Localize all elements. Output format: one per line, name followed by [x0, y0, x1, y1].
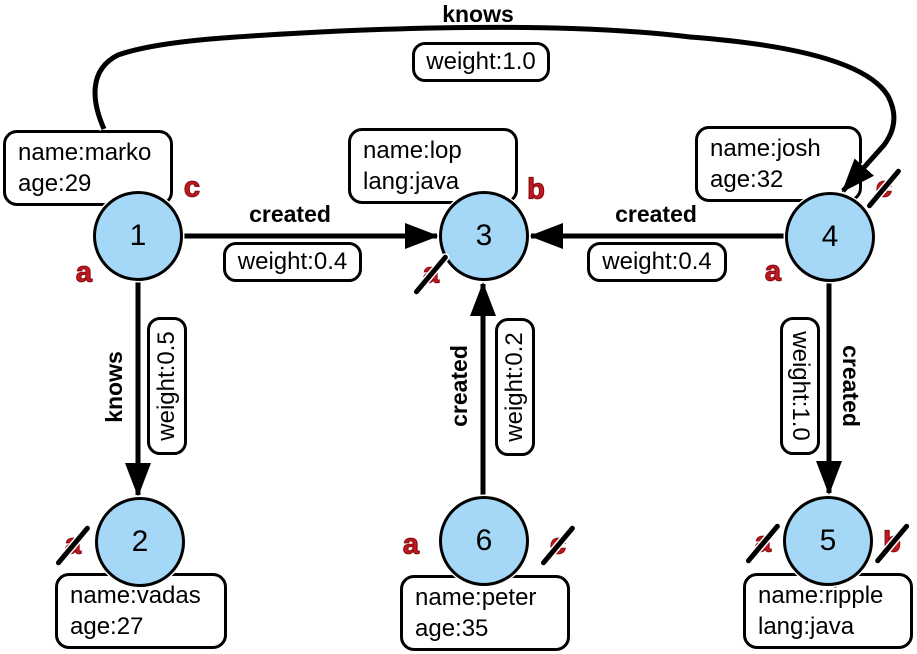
properties-vertex-1: name:marko age:29: [3, 130, 173, 206]
edge-knows-1-4: [92, 24, 897, 193]
property-line: lang:java: [363, 168, 460, 195]
property-line: name:lop: [363, 137, 462, 164]
weight-box-created-6-3: weight:0.2: [495, 318, 535, 456]
property-line: age:35: [415, 615, 489, 642]
property-line: age:32: [710, 166, 784, 193]
edge-label-knows-1-4: knows: [442, 1, 514, 27]
weight-box-created-4-3: weight:0.4: [587, 242, 727, 282]
properties-vertex-4: name:josh age:32: [695, 126, 862, 202]
edge-label-created-4-3: created: [615, 201, 697, 227]
properties-vertex-5: name:ripple lang:java: [743, 573, 913, 649]
property-line: lang:java: [758, 613, 855, 640]
step-mark-a-vertex-2: a: [64, 528, 82, 561]
vertex-2-id: 2: [131, 525, 149, 558]
weight-box-created-1-3: weight:0.4: [223, 242, 362, 282]
step-mark-a-vertex-4: a: [764, 255, 782, 288]
property-line: name:marko: [18, 139, 152, 166]
edge-strokes: [92, 24, 897, 497]
vertex-3: 3: [439, 191, 529, 281]
edge-label-knows-1-2: knows: [101, 351, 127, 423]
step-mark-c-vertex-6: c: [549, 528, 567, 561]
vertex-5-id: 5: [819, 524, 837, 557]
vertex-6: 6: [439, 496, 529, 586]
step-mark-b-vertex-3: b: [527, 173, 546, 206]
step-mark-a-vertex-1: a: [75, 256, 93, 289]
step-mark-b-vertex-5: b: [883, 526, 902, 559]
vertex-1: 1: [93, 191, 183, 281]
step-mark-c-vertex-1: c: [183, 171, 201, 204]
vertex-5: 5: [783, 496, 873, 586]
weight-box-created-4-5: weight:1.0: [780, 317, 820, 455]
properties-vertex-6: name:peter age:35: [400, 575, 570, 651]
step-mark-c-vertex-4: c: [875, 171, 893, 204]
property-line: name:josh: [710, 135, 821, 162]
edge-label-created-4-5: created: [838, 345, 864, 427]
vertex-3-id: 3: [475, 219, 493, 252]
property-line: age:29: [18, 170, 92, 197]
weight-box-knows-1-2: weight:0.5: [147, 317, 187, 455]
vertex-6-id: 6: [475, 524, 493, 557]
edge-label-created-1-3: created: [249, 201, 331, 227]
vertex-1-id: 1: [129, 219, 147, 252]
vertex-2: 2: [95, 497, 185, 587]
vertex-4: 4: [785, 192, 875, 282]
edge-label-created-6-3: created: [446, 345, 472, 427]
step-mark-a-vertex-3: a: [422, 257, 440, 290]
step-mark-a-vertex-6: a: [402, 528, 420, 561]
weight-box-knows-1-4: weight:1.0: [412, 42, 550, 82]
property-line: name:ripple: [758, 582, 884, 609]
vertex-4-id: 4: [821, 220, 839, 253]
property-line: age:27: [70, 613, 144, 640]
step-mark-a-vertex-5: a: [754, 526, 772, 559]
property-line: name:peter: [415, 584, 537, 611]
